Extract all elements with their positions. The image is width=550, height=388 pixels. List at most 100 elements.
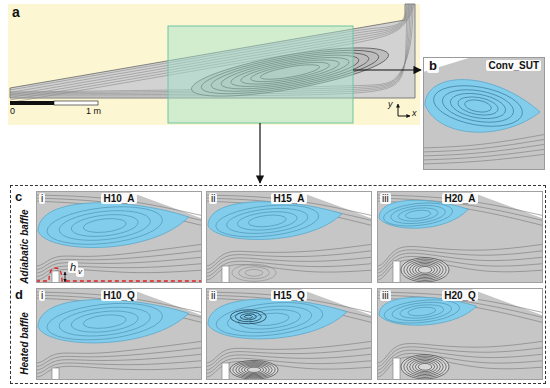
secondary-vortex bbox=[401, 258, 449, 282]
secondary-vortex bbox=[407, 261, 443, 279]
streamline bbox=[206, 348, 372, 367]
case-numeral: ii bbox=[209, 290, 217, 301]
case-title: H10_Q bbox=[101, 290, 137, 301]
vortex-loop bbox=[399, 303, 444, 320]
secondary-vortex bbox=[415, 362, 434, 372]
vortex-loop bbox=[230, 310, 266, 324]
outer-region bbox=[468, 288, 543, 316]
case-panel: i H10_Q bbox=[36, 288, 202, 380]
streamline bbox=[36, 354, 202, 370]
streamline bbox=[377, 341, 543, 363]
case-panel: iii H20_Q bbox=[377, 288, 543, 380]
vortex-loop bbox=[225, 205, 309, 237]
secondary-vortex bbox=[242, 365, 267, 375]
case-numeral: iii bbox=[380, 193, 391, 204]
secondary-vortex bbox=[415, 265, 434, 275]
vortex-loop bbox=[249, 311, 290, 327]
main-vortex bbox=[38, 300, 189, 343]
secondary-vortex bbox=[236, 363, 272, 377]
secondary-vortex bbox=[245, 269, 263, 276]
grey-field bbox=[206, 191, 372, 283]
vortex-loop bbox=[391, 300, 452, 323]
baffle bbox=[393, 261, 400, 283]
panel-letter: a bbox=[12, 5, 20, 20]
secondary-vortex bbox=[230, 360, 278, 379]
case-numeral: iii bbox=[380, 290, 391, 301]
baffle bbox=[222, 363, 229, 380]
streamline bbox=[36, 341, 202, 363]
vortex-loop bbox=[383, 297, 461, 327]
case-illustration bbox=[36, 191, 202, 283]
secondary-vortex bbox=[410, 262, 441, 277]
panel-title: Conv_SUT bbox=[486, 60, 541, 71]
streamline bbox=[36, 348, 202, 367]
vortex-loop bbox=[58, 303, 152, 340]
case-numeral: i bbox=[39, 290, 45, 301]
scale-label: 1 m bbox=[86, 107, 101, 117]
case-title: H15_Q bbox=[271, 290, 307, 301]
vortex-loop bbox=[70, 308, 139, 335]
vortex-loop bbox=[397, 206, 438, 223]
vortex-loop bbox=[440, 85, 516, 127]
overview-background bbox=[8, 4, 420, 125]
axis-label: y bbox=[388, 100, 393, 110]
vortex-loop bbox=[244, 315, 252, 318]
vortex-loop bbox=[45, 202, 164, 250]
secondary-vortex bbox=[239, 364, 270, 376]
panel-letter: d bbox=[15, 288, 23, 302]
case-panel: ii H15_Q bbox=[206, 288, 372, 380]
secondary-vortex bbox=[239, 267, 270, 279]
row-title: Adiabatic baffle bbox=[19, 209, 30, 283]
streamline bbox=[206, 244, 372, 266]
vortex-loop bbox=[58, 207, 152, 245]
comparison-group: iH10_AiiH15_AiiiH20_AiH10_QiiH15_QiiiH20… bbox=[10, 185, 546, 384]
secondary-vortex bbox=[244, 366, 263, 373]
secondary-vortex bbox=[401, 355, 449, 379]
zoom-panel: bConv_SUT bbox=[423, 57, 545, 170]
streamline bbox=[36, 257, 202, 273]
secondary-vortex bbox=[232, 264, 276, 281]
secondary-vortex bbox=[418, 363, 431, 370]
zoom-illustration bbox=[423, 57, 545, 170]
vortex-loop bbox=[430, 79, 525, 132]
secondary-vortex bbox=[233, 362, 275, 378]
vortex-loop bbox=[83, 217, 127, 235]
vortex-loop bbox=[237, 209, 298, 233]
main-vortex bbox=[208, 202, 342, 240]
main-vortex bbox=[379, 200, 468, 228]
grey-field bbox=[377, 288, 543, 380]
height-arrow bbox=[65, 272, 66, 282]
vortex-loop bbox=[248, 213, 287, 228]
overview-panel: a bbox=[8, 4, 420, 125]
vortex-loop bbox=[464, 98, 493, 114]
vortex-loop bbox=[390, 203, 446, 226]
case-panel: iii H20_A bbox=[377, 191, 543, 283]
vortex-loop bbox=[382, 200, 453, 229]
zoom-arrow bbox=[353, 69, 421, 70]
streamline bbox=[36, 361, 202, 374]
main-vortex bbox=[425, 80, 540, 133]
streamline bbox=[423, 149, 545, 160]
case-title: H20_A bbox=[442, 193, 477, 204]
streamline bbox=[206, 265, 372, 280]
zoom-box bbox=[168, 26, 353, 123]
baffle bbox=[222, 266, 229, 283]
secondary-vortex bbox=[247, 367, 260, 372]
secondary-vortex bbox=[413, 361, 438, 374]
vortex-loop bbox=[240, 314, 256, 320]
zoom-arrow bbox=[259, 123, 260, 183]
dimension-subscript: v bbox=[76, 268, 84, 277]
grey-field bbox=[36, 288, 202, 380]
case-numeral: i bbox=[39, 193, 45, 204]
case-illustration bbox=[377, 191, 543, 283]
vortex-loop bbox=[405, 209, 431, 220]
baffle bbox=[393, 358, 400, 380]
main-vortex bbox=[208, 299, 347, 339]
case-illustration bbox=[206, 191, 372, 283]
case-title: H20_Q bbox=[442, 290, 478, 301]
scale-bar bbox=[10, 101, 54, 105]
streamline bbox=[377, 244, 543, 266]
case-illustration bbox=[377, 288, 543, 380]
vortex-loop bbox=[457, 94, 500, 118]
